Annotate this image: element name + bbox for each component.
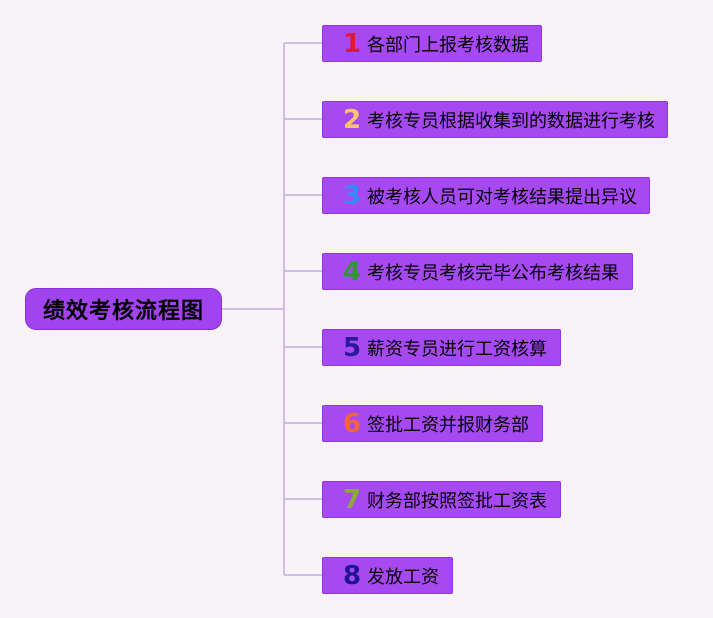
step-number: 7 bbox=[342, 484, 362, 515]
step-number: 4 bbox=[342, 256, 362, 287]
step-label: 财务部按照签批工资表 bbox=[367, 490, 547, 512]
step-node-3: 3 被考核人员可对考核结果提出异议 bbox=[322, 177, 650, 214]
step-node-2: 2 考核专员根据收集到的数据进行考核 bbox=[322, 101, 668, 138]
step-number: 5 bbox=[342, 332, 362, 363]
step-number: 3 bbox=[342, 180, 362, 211]
root-title: 绩效考核流程图 bbox=[42, 299, 204, 324]
step-label: 发放工资 bbox=[367, 566, 439, 588]
step-number: 6 bbox=[342, 408, 362, 439]
step-number: 2 bbox=[342, 104, 362, 135]
step-label: 被考核人员可对考核结果提出异议 bbox=[367, 186, 637, 208]
root-node: 绩效考核流程图 bbox=[25, 288, 222, 330]
step-node-8: 8 发放工资 bbox=[322, 557, 453, 594]
step-label: 签批工资并报财务部 bbox=[367, 414, 529, 436]
step-node-1: 1 各部门上报考核数据 bbox=[322, 25, 542, 62]
step-number: 1 bbox=[342, 28, 362, 59]
step-node-6: 6 签批工资并报财务部 bbox=[322, 405, 543, 442]
step-node-5: 5 薪资专员进行工资核算 bbox=[322, 329, 561, 366]
step-label: 薪资专员进行工资核算 bbox=[367, 338, 547, 360]
step-label: 考核专员考核完毕公布考核结果 bbox=[367, 262, 619, 284]
step-number: 8 bbox=[342, 560, 362, 591]
step-label: 考核专员根据收集到的数据进行考核 bbox=[367, 110, 655, 132]
step-node-4: 4 考核专员考核完毕公布考核结果 bbox=[322, 253, 633, 290]
step-label: 各部门上报考核数据 bbox=[367, 34, 529, 56]
step-node-7: 7 财务部按照签批工资表 bbox=[322, 481, 561, 518]
